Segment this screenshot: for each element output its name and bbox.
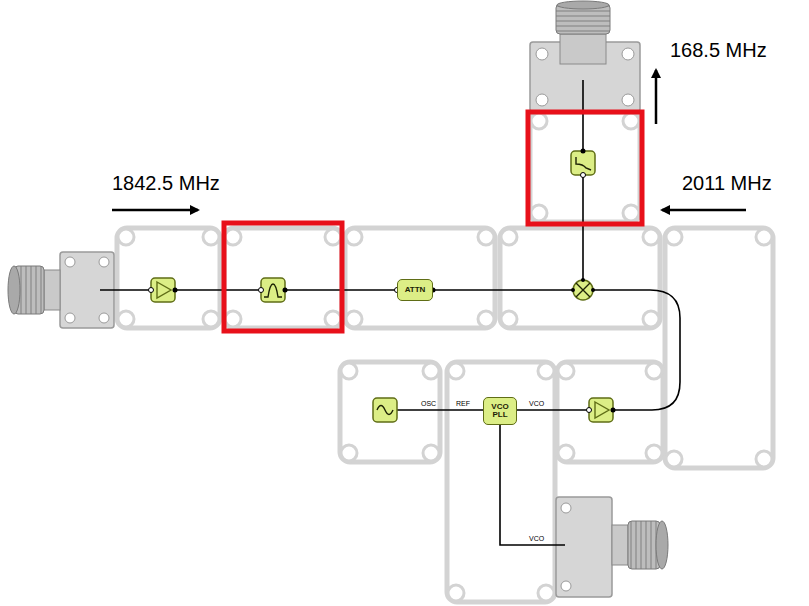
mounting-hole [538, 363, 554, 379]
mounting-hole [646, 445, 662, 461]
mounting-hole [623, 113, 639, 129]
frequency-label: 168.5 MHz [670, 39, 767, 62]
signal-arrow [112, 70, 746, 210]
sma-connector [8, 252, 114, 328]
amplifier-symbol [149, 278, 178, 302]
mounting-hole [118, 311, 134, 327]
mixer-symbol [571, 278, 595, 300]
module-tile [530, 112, 640, 222]
mounting-hole [346, 229, 362, 245]
attenuator-symbol: ATTN [397, 279, 433, 301]
module-tile [557, 362, 663, 462]
mounting-hole [538, 585, 554, 601]
amplifier-symbol [587, 398, 616, 422]
mounting-hole [558, 363, 574, 379]
mounting-hole [346, 311, 362, 327]
highlight-box [224, 223, 342, 331]
module-tile [447, 362, 555, 602]
mounting-hole [501, 229, 517, 245]
mounting-hole [756, 229, 772, 245]
mounting-hole [623, 205, 639, 221]
module-tile [117, 228, 220, 328]
mounting-hole [448, 363, 464, 379]
mounting-hole [501, 311, 517, 327]
bandpass-filter-symbol [259, 278, 288, 302]
module-tile [500, 228, 660, 328]
mounting-hole [756, 451, 772, 467]
mounting-hole [203, 229, 219, 245]
mounting-hole [643, 311, 659, 327]
mounting-hole [478, 229, 494, 245]
module-tile [340, 362, 440, 462]
module-tile [665, 228, 773, 468]
highlight-box [528, 112, 642, 224]
mounting-hole [341, 445, 357, 461]
wire [100, 80, 680, 545]
mounting-hole [646, 363, 662, 379]
sma-connector [556, 497, 668, 597]
mounting-hole [325, 311, 341, 327]
mounting-hole [643, 229, 659, 245]
sma-connector [530, 1, 640, 112]
oscillator-symbol [373, 398, 397, 422]
mounting-hole [203, 311, 219, 327]
pin-name: VCO [528, 535, 545, 542]
mounting-hole [448, 585, 464, 601]
mounting-hole [225, 229, 241, 245]
frequency-label: 2011 MHz [682, 172, 772, 195]
mounting-hole [531, 205, 547, 221]
mounting-hole [558, 445, 574, 461]
pin-name: REF [455, 400, 471, 407]
frequency-label: 1842.5 MHz [112, 172, 220, 195]
mounting-hole [423, 363, 439, 379]
symbol-label: VCO PLL [489, 403, 511, 420]
symbol-label: ATTN [405, 286, 426, 294]
mounting-hole [118, 229, 134, 245]
module-tile [224, 228, 342, 328]
module-tile [345, 228, 495, 328]
mounting-hole [225, 311, 241, 327]
mounting-hole [478, 311, 494, 327]
vco-pll-symbol: VCO PLL [483, 397, 517, 425]
pin-name: VCO [528, 400, 545, 407]
lowpass-filter-symbol [571, 149, 595, 178]
mounting-hole [341, 363, 357, 379]
mounting-hole [325, 229, 341, 245]
mounting-hole [531, 113, 547, 129]
mounting-hole [423, 445, 439, 461]
mounting-hole [666, 451, 682, 467]
pin-name: OSC [420, 400, 437, 407]
mounting-hole [666, 229, 682, 245]
